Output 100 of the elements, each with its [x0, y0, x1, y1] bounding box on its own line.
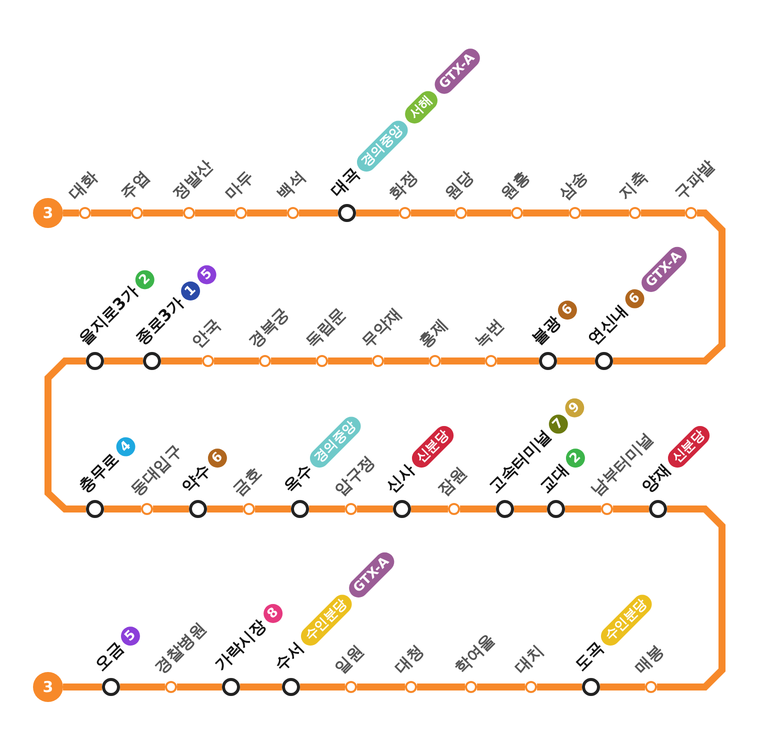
station-marker — [372, 355, 384, 367]
transfer-station-marker — [582, 678, 600, 696]
station-name: 대치 — [510, 641, 548, 678]
line-segment — [467, 210, 511, 216]
line-segment — [581, 210, 629, 216]
line-segment — [460, 506, 496, 512]
station-marker — [455, 207, 467, 219]
station-marker — [79, 207, 91, 219]
line-segment — [247, 210, 287, 216]
station-name: 대청 — [390, 641, 428, 678]
station-name: 녹번 — [470, 315, 508, 352]
line-segment — [328, 358, 372, 364]
line-segment — [557, 358, 595, 364]
line-segment — [514, 506, 547, 512]
station-name: 주엽 — [116, 167, 154, 204]
station-marker — [287, 207, 299, 219]
line-segment — [641, 210, 685, 216]
line-segment — [357, 506, 393, 512]
line-segment — [44, 358, 86, 512]
station-name: 대화 — [64, 167, 102, 204]
station-marker — [165, 681, 177, 693]
transfer-station-marker — [143, 352, 161, 370]
line-segment — [299, 210, 338, 216]
line-segment — [357, 684, 405, 690]
line-segment — [207, 506, 243, 512]
transfer-station-marker — [282, 678, 300, 696]
station-marker — [131, 207, 143, 219]
line-segment — [63, 684, 102, 690]
line-segment — [477, 684, 525, 690]
line-number-badge: 3 — [33, 198, 63, 228]
line-segment — [613, 506, 649, 512]
line-segment — [356, 210, 399, 216]
station-marker — [601, 503, 613, 515]
line-segment — [411, 210, 455, 216]
line-number-badge: 3 — [33, 672, 63, 702]
transfer-station-marker — [222, 678, 240, 696]
station-marker — [183, 207, 195, 219]
station-name: 금호 — [228, 463, 266, 500]
line-segment — [153, 506, 189, 512]
line-segment — [104, 358, 143, 364]
line-segment — [63, 210, 79, 216]
station-marker — [345, 503, 357, 515]
line-segment — [271, 358, 316, 364]
station-marker — [485, 355, 497, 367]
line-segment — [537, 684, 582, 690]
station-marker — [465, 681, 477, 693]
line-segment — [240, 684, 282, 690]
line-segment — [565, 506, 601, 512]
station-marker — [399, 207, 411, 219]
transfer-station-marker — [496, 500, 514, 518]
line-segment — [195, 210, 235, 216]
line-segment — [300, 684, 345, 690]
station-marker — [525, 681, 537, 693]
transfer-station-marker — [291, 500, 309, 518]
line-segment — [411, 506, 448, 512]
line-segment — [497, 358, 539, 364]
station-marker — [316, 355, 328, 367]
station-marker — [202, 355, 214, 367]
line-segment — [441, 358, 485, 364]
line-segment — [214, 358, 259, 364]
line-segment — [613, 210, 726, 364]
station-marker — [141, 503, 153, 515]
line-segment — [161, 358, 202, 364]
transfer-station-marker — [595, 352, 613, 370]
transfer-station-marker — [86, 500, 104, 518]
station-marker — [569, 207, 581, 219]
line-segment — [309, 506, 345, 512]
line-segment — [104, 506, 141, 512]
station-name: 원흥 — [496, 167, 534, 204]
line-segment — [417, 684, 465, 690]
transfer-station-marker — [649, 500, 667, 518]
transfer-station-marker — [86, 352, 104, 370]
station-name: 삼송 — [554, 167, 592, 204]
station-marker — [405, 681, 417, 693]
line-segment — [255, 506, 291, 512]
transfer-station-marker — [189, 500, 207, 518]
station-marker — [685, 207, 697, 219]
station-name: 안국 — [188, 315, 225, 352]
station-marker — [345, 681, 357, 693]
station-name: 백석 — [272, 167, 310, 204]
line-segment — [523, 210, 569, 216]
line-segment — [384, 358, 429, 364]
line-segment — [120, 684, 165, 690]
line-segment — [657, 506, 726, 690]
station-marker — [243, 503, 255, 515]
transfer-station-marker — [393, 500, 411, 518]
station-marker — [235, 207, 247, 219]
station-marker — [259, 355, 271, 367]
station-name: 지축 — [614, 167, 652, 204]
transfer-station-marker — [539, 352, 557, 370]
station-marker — [448, 503, 460, 515]
station-name: 원당 — [440, 167, 478, 204]
transfer-station-marker — [547, 500, 565, 518]
station-name: 마두 — [220, 167, 258, 204]
transfer-station-marker — [102, 678, 120, 696]
station-marker — [629, 207, 641, 219]
station-marker — [645, 681, 657, 693]
line-segment — [91, 210, 131, 216]
line-segment — [143, 210, 183, 216]
station-marker — [511, 207, 523, 219]
